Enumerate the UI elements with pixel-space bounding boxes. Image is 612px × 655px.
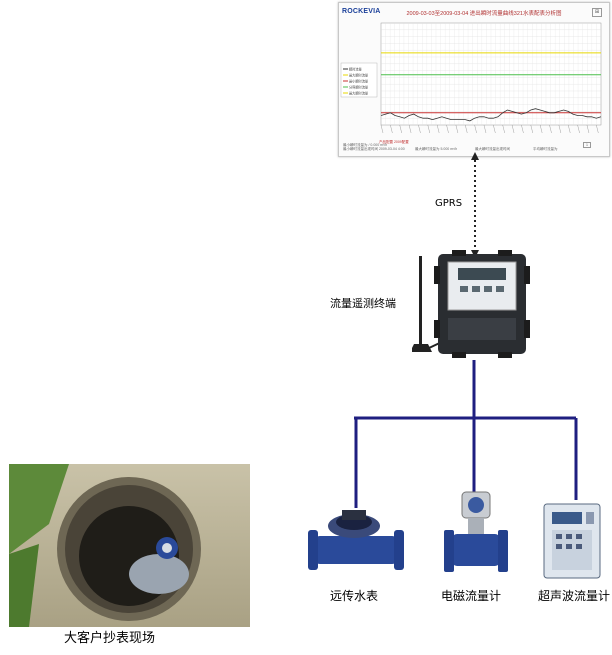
footer-title: 产品配置 2009配置 [379, 140, 409, 144]
em-flowmeter [444, 491, 508, 572]
x-tick-18 [465, 124, 468, 134]
x-tick-26 [502, 124, 505, 134]
terminal-label: 流量遥测终端 [330, 297, 396, 310]
x-tick-2 [390, 124, 393, 134]
ultrasonic-label: 超声波流量计 [538, 589, 611, 603]
x-tick-36 [549, 124, 552, 134]
x-tick-32 [530, 124, 533, 134]
x-tick-16 [455, 124, 459, 134]
legend-label-2: 最小瞬时流量 [349, 79, 369, 84]
x-tick-30 [521, 124, 524, 134]
x-tick-38 [558, 124, 562, 134]
water-meter [308, 510, 404, 570]
brand-logo: ROCKEVIA [342, 8, 381, 15]
x-tick-8 [418, 124, 421, 134]
x-tick-6 [408, 124, 412, 134]
x-tick-4 [399, 124, 402, 134]
footer-page-button[interactable]: 1 [583, 142, 591, 148]
footer-line-0: 最小瞬时流量为 / 0.000 m³/h [343, 143, 388, 147]
footer-line-3: 最大瞬时流量出现时间 [475, 147, 510, 151]
x-tick-10 [427, 124, 431, 134]
telemetry-terminal [412, 250, 530, 358]
x-tick-24 [493, 124, 496, 134]
x-tick-0 [380, 124, 384, 134]
gprs-label: GPRS [435, 198, 463, 209]
display-screen [458, 268, 506, 280]
x-tick-46 [596, 124, 599, 134]
antenna-icon [419, 256, 422, 344]
wiring [354, 360, 578, 508]
x-tick-42 [577, 124, 580, 134]
ultrasonic-flowmeter [543, 503, 601, 579]
em-flowmeter-label: 电磁流量计 [441, 589, 502, 603]
x-tick-34 [539, 124, 543, 134]
gprs-link [471, 152, 479, 258]
series-line-3 [380, 108, 602, 122]
summary-footer: 产品配置 2009配置 最小瞬时流量为 / 0.000 m³/h 最小瞬时流量出… [343, 140, 605, 154]
arrow-up-icon [471, 152, 479, 160]
site-label: 大客户抄表现场 [64, 631, 156, 646]
footer-line-4: 平均瞬时流量为 [533, 147, 558, 151]
site-photo [9, 464, 250, 627]
legend-label-3: 分界瞬时流量 [349, 85, 369, 90]
window-icon[interactable]: ⊞ [592, 8, 602, 17]
x-tick-22 [483, 124, 487, 134]
footer-line-2: 最大瞬时流量为 5.000 m³/h [415, 147, 458, 151]
x-tick-28 [511, 124, 515, 134]
legend-label-1: 最大瞬时流量 [349, 73, 369, 78]
legend-label-0: 瞬时流量 [349, 67, 363, 72]
water-meter-label: 远传水表 [330, 589, 379, 603]
display-screen [552, 512, 582, 524]
x-tick-14 [446, 124, 449, 134]
x-tick-40 [568, 124, 571, 134]
x-tick-12 [436, 124, 440, 134]
legend-label-4: 最大瞬时流量 [349, 91, 369, 96]
footer-line-1: 最小瞬时流量出现时间 2009-03-04 4:00 [343, 147, 405, 151]
monitoring-screenshot: ROCKEVIA 2009-03-03至2009-03-04 进出瞬时流量曲线3… [338, 2, 610, 157]
chart-title: 2009-03-03至2009-03-04 进出瞬时流量曲线321水表配表分析图 [406, 11, 562, 17]
x-tick-20 [474, 124, 477, 134]
x-tick-44 [586, 124, 590, 134]
